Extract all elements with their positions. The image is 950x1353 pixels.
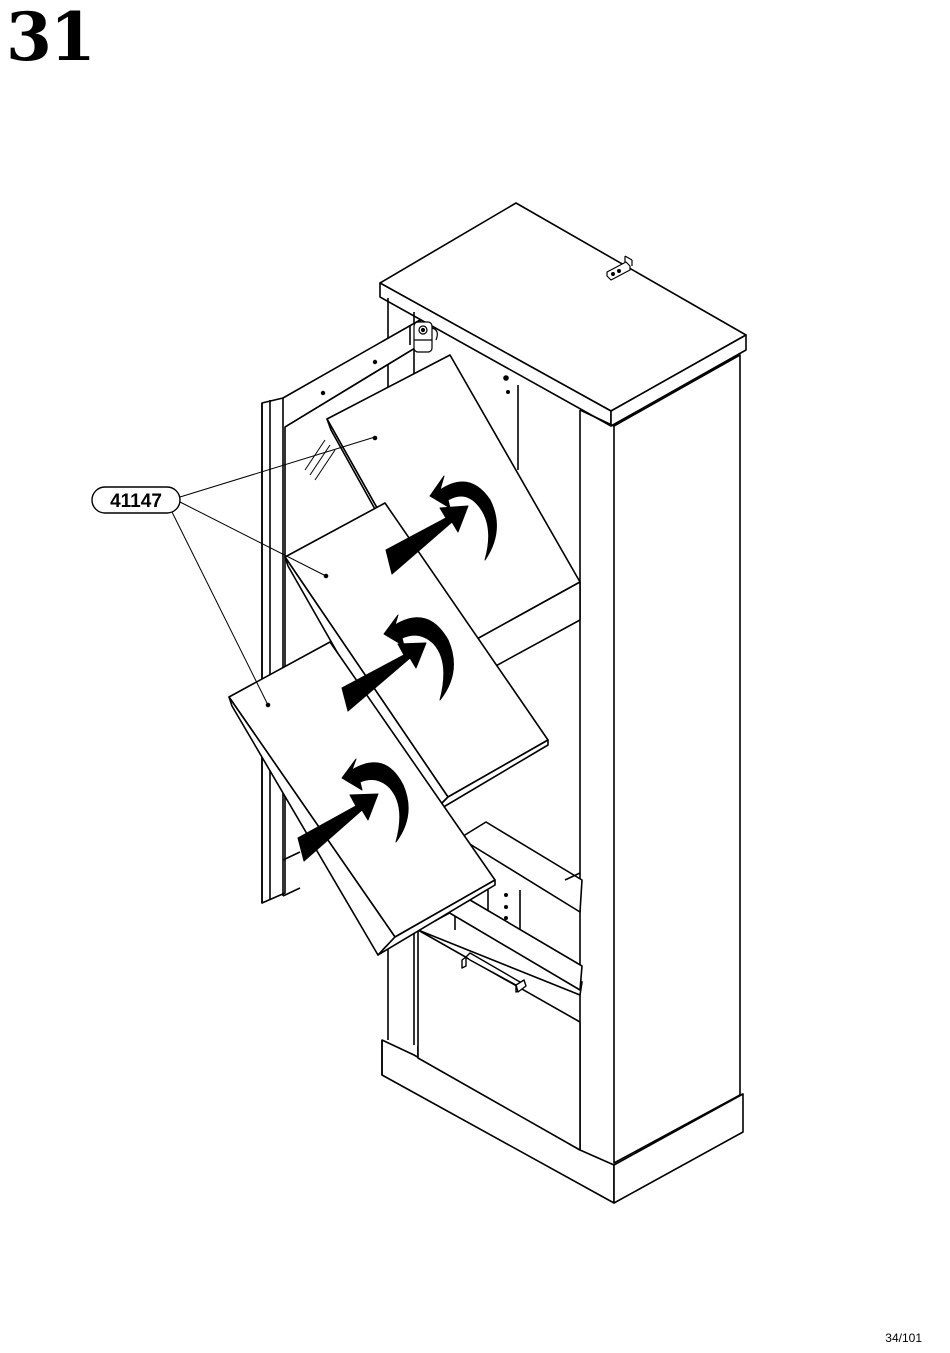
- cabinet-right-side: [580, 355, 740, 1163]
- part-number-label: 41147: [110, 491, 162, 512]
- page-number: 34/101: [885, 1331, 922, 1345]
- glass-hatch: [305, 440, 335, 480]
